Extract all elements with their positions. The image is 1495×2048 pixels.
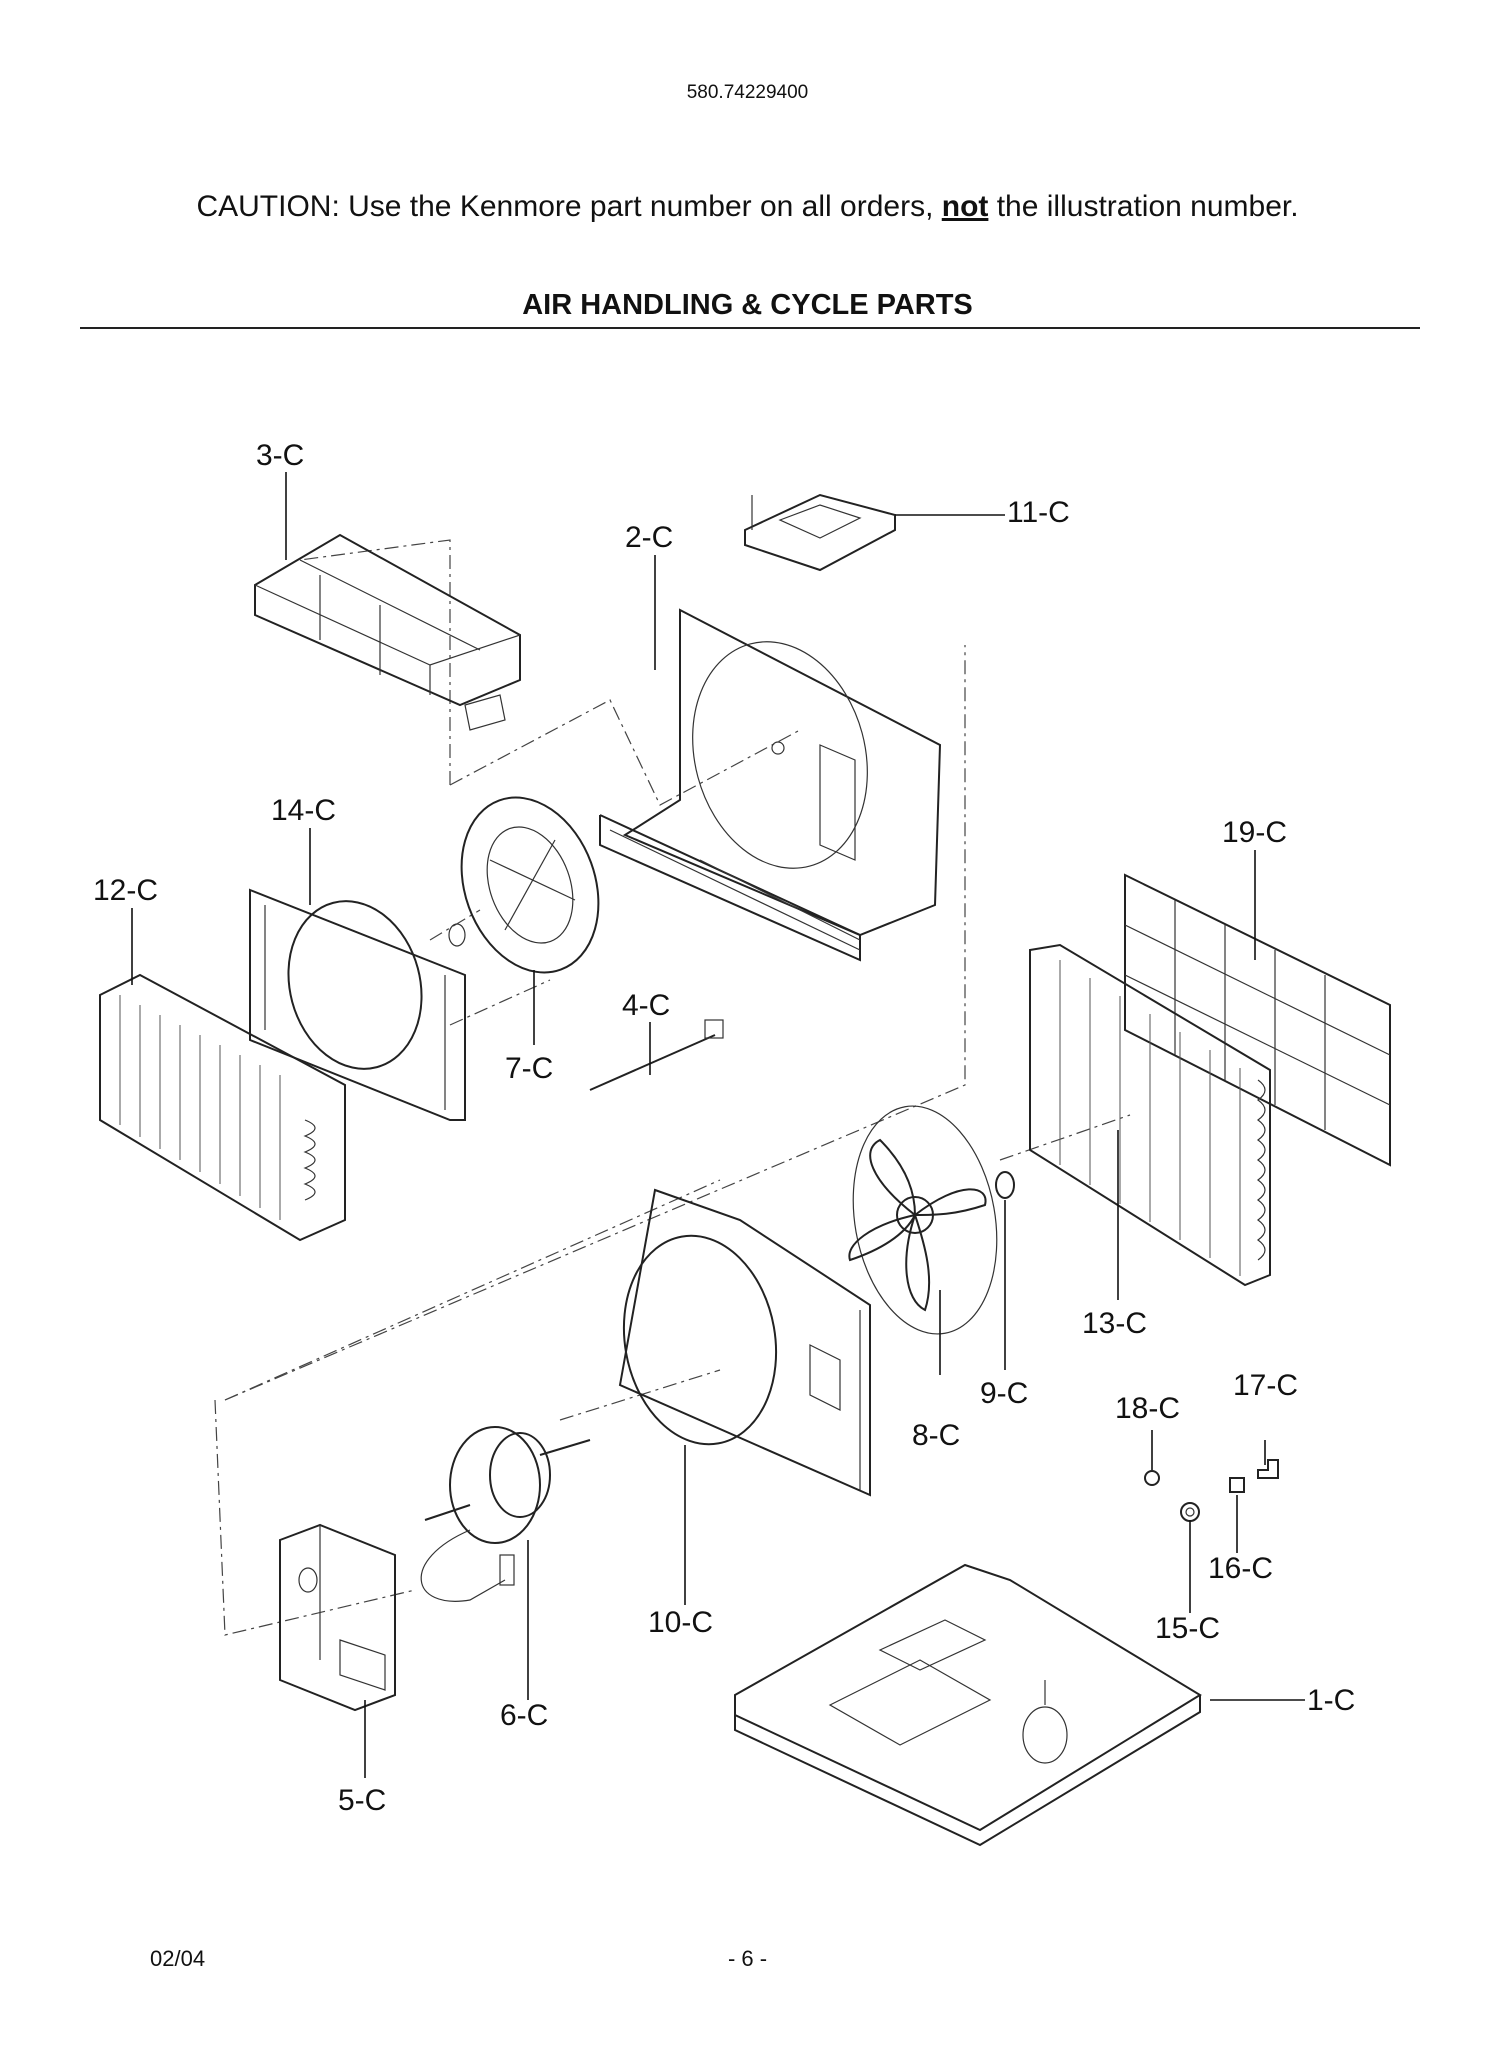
callout-14c: 14-C bbox=[271, 794, 336, 827]
part-13c-condenser bbox=[1029, 943, 1271, 1287]
part-14c-shroud bbox=[249, 888, 466, 1121]
callout-3c: 3-C bbox=[256, 439, 304, 472]
footer-date: 02/04 bbox=[150, 1946, 206, 1971]
title-rule bbox=[80, 327, 1420, 329]
part-small-fittings bbox=[1144, 1459, 1279, 1522]
part-5c-mount bbox=[279, 1523, 396, 1712]
callout-12c: 12-C bbox=[93, 874, 158, 907]
part-10c-shroud bbox=[618, 1188, 871, 1497]
callout-18c: 18-C bbox=[1115, 1392, 1180, 1425]
caution-notice: CAUTION: Use the Kenmore part number on … bbox=[0, 190, 1495, 224]
callout-11c: 11-C bbox=[1007, 496, 1070, 529]
callout-7c: 7-C bbox=[505, 1052, 553, 1085]
part-8c-fan bbox=[848, 1105, 998, 1335]
part-2c-housing bbox=[599, 608, 942, 962]
callout-5c: 5-C bbox=[338, 1784, 386, 1817]
callout-1c: 1-C bbox=[1307, 1684, 1355, 1717]
part-9c-clamp bbox=[995, 1171, 1015, 1199]
part-7c-blower bbox=[448, 796, 600, 974]
part-4c-sensor bbox=[589, 1019, 724, 1091]
callout-10c: 10-C bbox=[648, 1606, 713, 1639]
page-number: - 6 - bbox=[727, 1946, 768, 1971]
caution-emphasis: not bbox=[941, 190, 989, 223]
assembly-guide-lines bbox=[214, 539, 1131, 1636]
section-title: AIR HANDLING & CYCLE PARTS bbox=[522, 289, 973, 321]
callout-4c: 4-C bbox=[622, 989, 670, 1022]
callout-2c: 2-C bbox=[625, 521, 673, 554]
model-number: 580.74229400 bbox=[686, 82, 809, 103]
callout-19c: 19-C bbox=[1222, 816, 1287, 849]
part-11c-bracket bbox=[744, 493, 896, 572]
callout-labels: 3-C 2-C 11-C 14-C 12-C 19-C 7-C 4-C 13-C… bbox=[93, 439, 1355, 1817]
callout-6c: 6-C bbox=[500, 1699, 548, 1732]
callout-9c: 9-C bbox=[980, 1377, 1028, 1410]
callout-leaders bbox=[131, 472, 1305, 1778]
part-6c-motor bbox=[420, 1426, 591, 1602]
part-12c-evaporator bbox=[99, 973, 346, 1242]
callout-15c: 15-C bbox=[1155, 1612, 1220, 1645]
part-3c-air-guide bbox=[254, 533, 521, 731]
part-1c-base-pan bbox=[734, 1563, 1202, 1847]
callout-16c: 16-C bbox=[1208, 1552, 1273, 1585]
part-19c-grille bbox=[1124, 873, 1391, 1167]
callout-17c: 17-C bbox=[1233, 1369, 1298, 1402]
caution-text-start: CAUTION: Use the Kenmore part number on … bbox=[196, 190, 942, 223]
callout-8c: 8-C bbox=[912, 1419, 960, 1452]
caution-text-end: the illustration number. bbox=[988, 190, 1299, 223]
callout-13c: 13-C bbox=[1082, 1307, 1147, 1340]
